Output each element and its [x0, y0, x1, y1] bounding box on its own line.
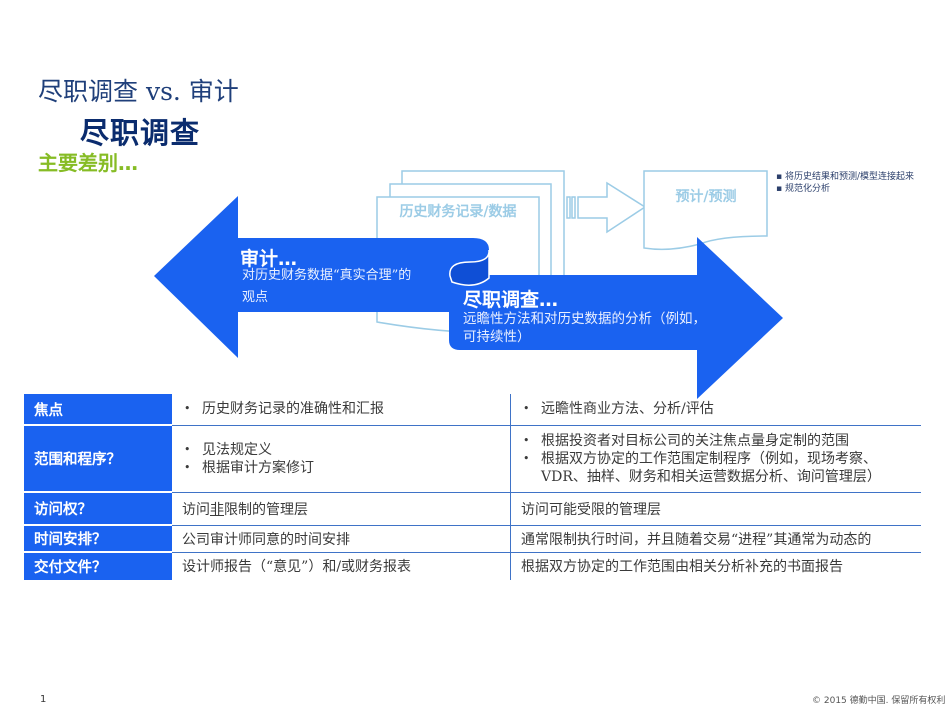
- audit-description-line: 观点: [242, 290, 269, 305]
- dd-cell: 远瞻性商业方法、分析/评估: [510, 394, 921, 426]
- table-row: 时间安排？ 公司审计师同意的时间安排 通常限制执行时间，并且随着交易“进程”其通…: [24, 525, 921, 553]
- audit-cell: 公司审计师同意的时间安排: [172, 525, 511, 553]
- dd-heading: 尽职调查…: [463, 289, 559, 311]
- table-row: 焦点 历史财务记录的准确性和汇报 远瞻性商业方法、分析/评估: [24, 394, 921, 426]
- row-header: 访问权？: [24, 492, 172, 526]
- dd-description: 远瞻性方法和对历史数据的分析（例如， 可持续性）: [463, 310, 706, 346]
- forecast-notes: ▪ 将历史结果和预测/模型连接起来 ▪ 规范化分析: [776, 171, 914, 195]
- list-item: 见法规定义: [182, 441, 510, 459]
- tagline: 主要差别…: [38, 151, 138, 175]
- audit-description: 对历史财务数据“真实合理”的 观点: [242, 265, 411, 309]
- list-item: 历史财务记录的准确性和汇报: [182, 400, 510, 418]
- dd-cell: 访问可能受限的管理层: [510, 492, 921, 526]
- row-header: 交付文件？: [24, 552, 172, 580]
- page-title: 尽职调查 vs. 审计: [38, 77, 239, 106]
- comparison-table: 焦点 历史财务记录的准确性和汇报 远瞻性商业方法、分析/评估 范围和程序？ 见法…: [24, 394, 921, 580]
- underlined-text: 非: [210, 501, 224, 518]
- records-label: 历史财务记录/数据: [399, 203, 516, 220]
- list-item: 根据审计方案修订: [182, 459, 510, 477]
- row-header: 焦点: [24, 394, 172, 426]
- table-row: 访问权？ 访问非限制的管理层 访问可能受限的管理层: [24, 492, 921, 526]
- dd-arrow-shape: [449, 237, 783, 399]
- forecast-document-icon: [643, 170, 768, 251]
- list-item: 远瞻性商业方法、分析/评估: [521, 400, 921, 418]
- audit-cell: 见法规定义 根据审计方案修订: [172, 425, 511, 493]
- audit-arrow-shape: [154, 196, 489, 358]
- dd-cell: 通常限制执行时间，并且随着交易“进程”其通常为动态的: [510, 525, 921, 553]
- list-item-continuation: VDR、抽样、财务和相关运营数据分析、询问管理层）: [541, 468, 881, 485]
- row-header: 时间安排？: [24, 525, 172, 553]
- audit-cell: 历史财务记录的准确性和汇报: [172, 394, 511, 426]
- list-item: 根据投资者对目标公司的关注焦点量身定制的范围: [521, 432, 921, 450]
- striped-arrow-icon: [566, 181, 647, 234]
- comparison-diagram: 历史财务记录/数据 预计/预测: [154, 170, 783, 399]
- table-row: 交付文件？ 设计师报告（“意见”）和/或财务报表 根据双方协定的工作范围由相关分…: [24, 552, 921, 580]
- page-subtitle: 尽职调查: [80, 116, 201, 150]
- audit-heading: 审计…: [240, 248, 298, 270]
- dd-description-line: 可持续性）: [463, 329, 531, 345]
- audit-description-line: 对历史财务数据“真实合理”的: [242, 268, 412, 283]
- cell-text: 限制的管理层: [224, 501, 308, 518]
- copyright: © 2015 德勤中国. 保留所有权利: [812, 696, 946, 706]
- cell-text: 访问: [182, 501, 210, 518]
- note-item: ▪ 规范化分析: [776, 184, 830, 194]
- row-header: 范围和程序？: [24, 425, 172, 493]
- audit-cell: 设计师报告（“意见”）和/或财务报表: [182, 559, 412, 576]
- note-item: ▪ 将历史结果和预测/模型连接起来: [776, 172, 915, 182]
- audit-cell: 访问非限制的管理层: [172, 492, 511, 526]
- dd-cell: 根据投资者对目标公司的关注焦点量身定制的范围 根据双方协定的工作范围定制程序（例…: [510, 425, 921, 493]
- page-number: 1: [40, 694, 47, 705]
- table-row: 范围和程序？ 见法规定义 根据审计方案修订 根据投资者对目标公司的关注焦点量身定…: [24, 425, 921, 493]
- dd-arrow-curl: [449, 249, 490, 286]
- dd-description-line: 远瞻性方法和对历史数据的分析（例如，: [463, 311, 706, 327]
- list-item: 根据双方协定的工作范围定制程序（例如，现场考察、: [521, 450, 921, 468]
- dd-cell: 根据双方协定的工作范围由相关分析补充的书面报告: [510, 552, 921, 580]
- forecast-label: 预计/预测: [675, 188, 736, 205]
